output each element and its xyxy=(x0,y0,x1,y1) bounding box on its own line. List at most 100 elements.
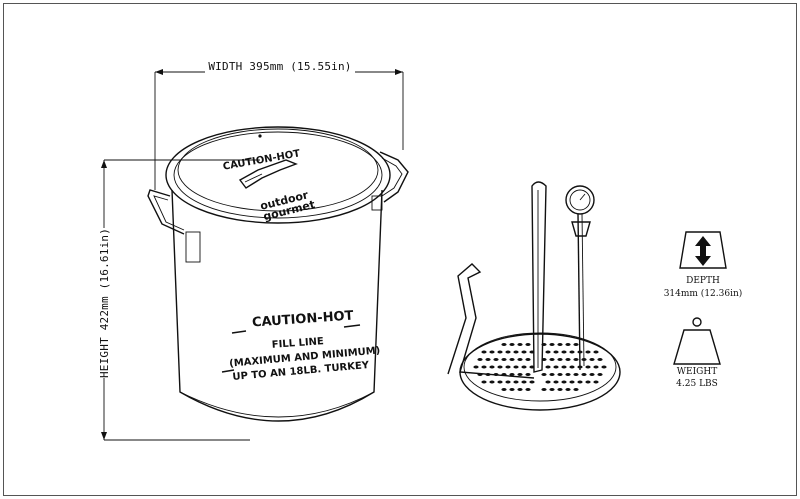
plate-hole xyxy=(573,373,579,376)
weight-value: 4.25 LBS xyxy=(676,379,718,389)
plate-hole xyxy=(525,373,531,376)
plate-hole xyxy=(581,373,587,376)
plate-hole xyxy=(565,373,571,376)
plate-hole xyxy=(565,388,571,391)
plate-hole xyxy=(481,380,487,384)
plate-hole xyxy=(513,380,519,384)
plate-hole xyxy=(565,343,571,346)
plate-hole xyxy=(489,350,495,354)
plate-hole xyxy=(517,343,523,346)
plate-hole xyxy=(577,380,583,384)
plate-hole xyxy=(549,388,555,391)
plate-hole xyxy=(585,365,591,369)
plate-hole xyxy=(497,365,503,369)
plate-hole xyxy=(521,365,527,369)
body-caution-text: CAUTION-HOT xyxy=(252,308,355,330)
depth-spec: DEPTH 314mm (12.36in) xyxy=(664,231,743,299)
plate-hole xyxy=(521,380,527,384)
plate-hole xyxy=(493,358,499,361)
plate-hole xyxy=(593,380,599,384)
plate-hole xyxy=(481,350,487,354)
plate-hole xyxy=(505,365,511,369)
plate-hole xyxy=(509,373,515,376)
width-label: WIDTH 395mm (15.55in) xyxy=(208,60,351,73)
plate-hole xyxy=(589,373,595,376)
plate-hole xyxy=(505,380,511,384)
plate-hole xyxy=(573,388,579,391)
plate-hole xyxy=(597,358,603,361)
plate-hole xyxy=(505,350,511,354)
plate-hole xyxy=(593,365,599,369)
weight-title: WEIGHT xyxy=(677,367,717,377)
plate-hole xyxy=(517,358,523,361)
plate-hole xyxy=(569,380,575,384)
depth-title: DEPTH xyxy=(686,276,720,286)
plate-hole xyxy=(549,373,555,376)
plate-hole xyxy=(485,358,491,361)
plate-hole xyxy=(553,350,559,354)
plate-hole xyxy=(545,365,551,369)
plate-hole xyxy=(573,343,579,346)
plate-hole xyxy=(553,380,559,384)
stock-pot: CAUTION-HOT outdoor gourmet CAUTION-HOT … xyxy=(147,126,409,422)
plate-hole xyxy=(557,388,563,391)
plate-hole xyxy=(501,358,507,361)
plate-hole xyxy=(481,365,487,369)
plate-hole xyxy=(565,358,571,361)
plate-hole xyxy=(573,358,579,361)
plate-hole xyxy=(509,343,515,346)
plate-hole xyxy=(569,350,575,354)
plate-hole xyxy=(489,365,495,369)
plate-hole xyxy=(589,358,595,361)
width-dimension: WIDTH 395mm (15.55in) xyxy=(154,60,404,190)
height-dimension: HEIGHT 422mm (16.61in) xyxy=(97,159,260,441)
plate-hole xyxy=(529,380,535,384)
plate-hole xyxy=(561,350,567,354)
depth-value: 314mm (12.36in) xyxy=(664,288,743,299)
plate-hole xyxy=(521,350,527,354)
plate-hole xyxy=(593,350,599,354)
plate-hole xyxy=(513,365,519,369)
turkey-rack xyxy=(447,181,621,411)
plate-hole xyxy=(553,365,559,369)
plate-hole xyxy=(545,350,551,354)
plate-hole xyxy=(513,350,519,354)
diagram-border xyxy=(3,3,797,496)
plate-perforations xyxy=(473,343,607,391)
plate-hole xyxy=(525,358,531,361)
plate-hole xyxy=(545,380,551,384)
fill-line-text: FILL LINE xyxy=(271,336,324,351)
plate-hole xyxy=(585,350,591,354)
plate-hole xyxy=(561,365,567,369)
plate-hole xyxy=(601,365,607,369)
plate-hole xyxy=(525,388,531,391)
plate-hole xyxy=(501,388,507,391)
height-label: HEIGHT 422mm (16.61in) xyxy=(98,228,111,378)
plate-hole xyxy=(541,388,547,391)
plate-hole xyxy=(569,365,575,369)
plate-hole xyxy=(549,343,555,346)
plate-hole xyxy=(489,380,495,384)
plate-hole xyxy=(549,358,555,361)
plate-hole xyxy=(561,380,567,384)
plate-hole xyxy=(497,380,503,384)
plate-hole xyxy=(585,380,591,384)
plate-hole xyxy=(477,358,483,361)
plate-hole xyxy=(517,373,523,376)
plate-hole xyxy=(597,373,603,376)
plate-hole xyxy=(557,358,563,361)
plate-hole xyxy=(473,365,479,369)
weight-spec: WEIGHT 4.25 LBS xyxy=(673,317,721,389)
plate-hole xyxy=(517,388,523,391)
plate-hole xyxy=(525,343,531,346)
plate-hole xyxy=(557,373,563,376)
plate-hole xyxy=(509,388,515,391)
plate-hole xyxy=(501,343,507,346)
plate-hole xyxy=(541,373,547,376)
plate-hole xyxy=(497,350,503,354)
plate-hole xyxy=(509,358,515,361)
weight-icon xyxy=(673,329,721,365)
plate-hole xyxy=(557,343,563,346)
depth-icon xyxy=(679,231,727,269)
